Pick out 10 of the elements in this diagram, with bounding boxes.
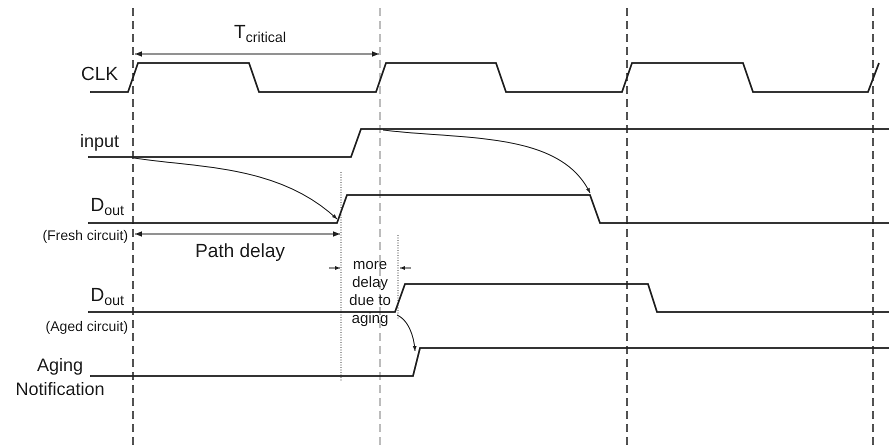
signal-note: (Fresh circuit) — [41, 227, 128, 243]
signal-label: Aging Notification — [14, 354, 106, 401]
delay-label: Path delay — [194, 241, 286, 263]
signal-label: CLK — [80, 64, 118, 86]
signal-label: input — [78, 131, 119, 152]
signal-label: D$_{out}$ — [89, 195, 124, 217]
delay-label: more delay due to aging — [348, 256, 392, 328]
signal-note: (Aged circuit) — [44, 318, 128, 334]
signal-label: D$_{out}$ — [89, 285, 124, 307]
period-label: T$_{critical}$ — [233, 22, 287, 44]
